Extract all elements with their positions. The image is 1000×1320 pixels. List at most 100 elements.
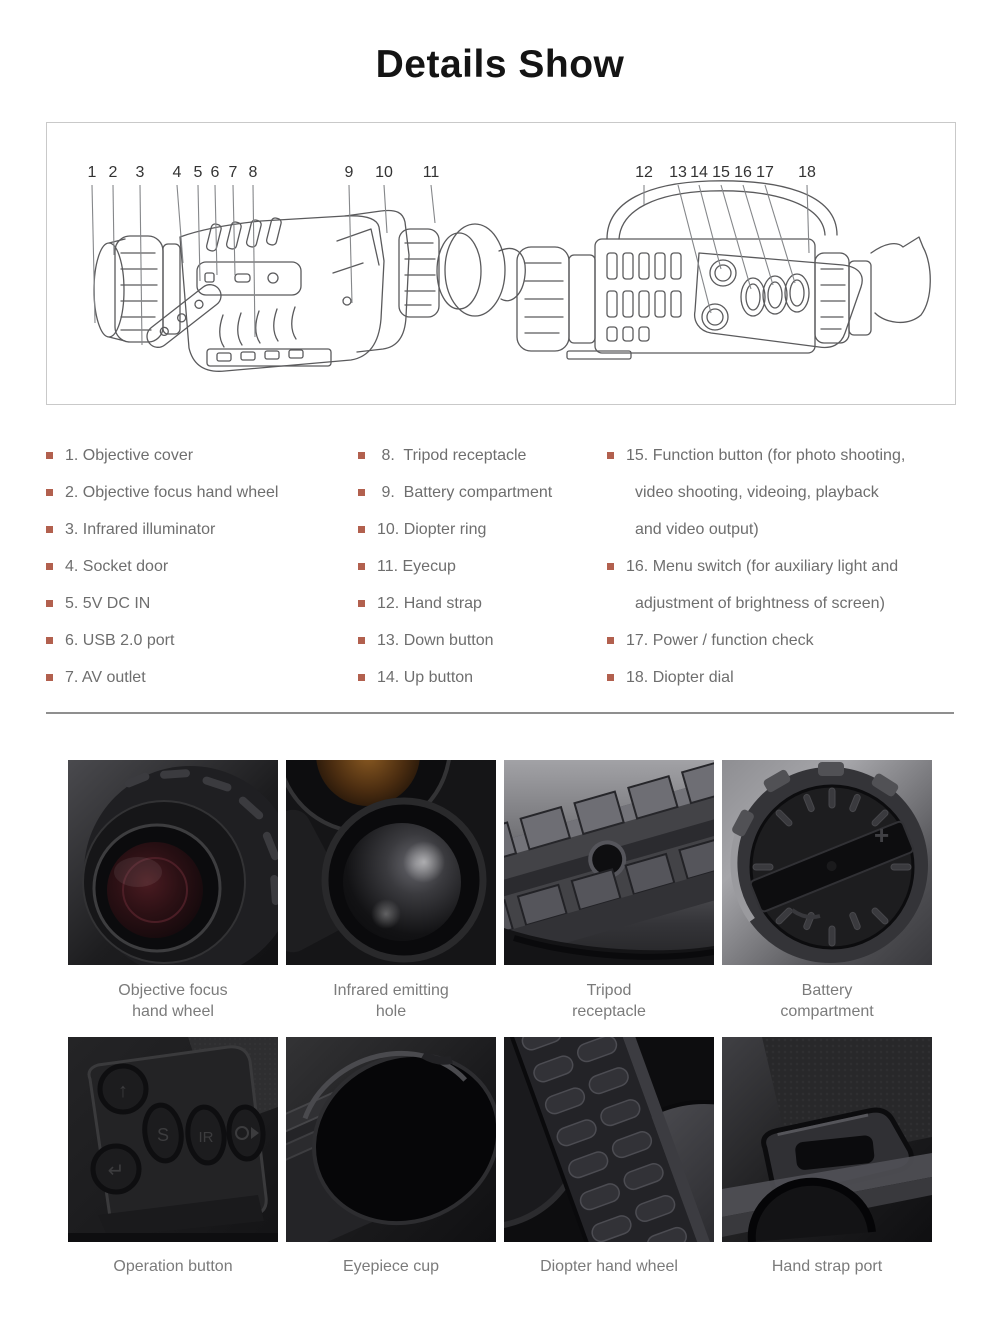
objective-cover-outline — [93, 242, 125, 338]
callout-number: 18 — [798, 164, 816, 181]
part-label: 14. Up button — [377, 668, 474, 686]
menu-switch-outline — [762, 275, 788, 315]
part-label: 17. Power / function check — [626, 631, 814, 649]
power-button-outline — [784, 273, 810, 313]
eyecup-opening — [312, 1052, 496, 1226]
part-label: 7. AV outlet — [65, 668, 146, 686]
part-label: 10. Diopter ring — [377, 520, 487, 538]
battery-plus-mark: + — [874, 820, 889, 850]
part-label: 9. Battery compartment — [377, 483, 553, 501]
video-icon — [235, 1126, 249, 1140]
part-label: 15. Function button (for photo shooting, — [626, 446, 906, 464]
photo-caption: Diopter hand wheel — [540, 1258, 678, 1275]
callout-number: 3 — [136, 164, 145, 181]
callout-number: 10 — [375, 164, 393, 181]
part-list-item: 13. Down button — [358, 622, 552, 659]
part-list-item: 9. Battery compartment — [358, 474, 552, 511]
button-panel-outline — [693, 252, 863, 349]
callout-number: 15 — [712, 164, 730, 181]
part-list-item: 10. Diopter ring — [358, 511, 552, 548]
focus-wheel-outline — [114, 235, 164, 343]
bullet-icon — [358, 489, 365, 496]
photo-caption: Operation button — [113, 1258, 233, 1275]
part-label: adjustment of brightness of screen) — [635, 594, 885, 612]
bullet-icon — [46, 489, 53, 496]
return-arrow-glyph: ↵ — [108, 1160, 125, 1182]
device-callout-diagram: 1 2 3 4 5 6 7 8 9 10 11 12 13 14 15 16 1… — [46, 122, 956, 405]
bullet-icon — [46, 600, 53, 607]
photo-row-2: ↑ ↵ S IR — [68, 1037, 932, 1242]
photo-row-1: + — [68, 760, 932, 965]
parts-column-1: 1. Objective cover 2. Objective focus ha… — [46, 437, 278, 696]
part-label: 16. Menu switch (for auxiliary light and — [626, 557, 899, 575]
part-label: 8. Tripod receptacle — [377, 446, 527, 464]
photo-caption: Eyepiece cup — [342, 1258, 440, 1275]
callout-number: 6 — [211, 164, 220, 181]
part-list-item: 7. AV outlet — [46, 659, 278, 696]
part-list-item-continued: and video output) — [607, 511, 905, 548]
ir-dome — [343, 823, 461, 941]
part-label: 12. Hand strap — [377, 594, 482, 612]
part-list-item: 14. Up button — [358, 659, 552, 696]
page-title: Details Show — [375, 43, 625, 86]
diopter-ring-outline — [398, 228, 440, 318]
leader-lines — [91, 184, 810, 346]
bullet-icon — [358, 452, 365, 459]
down-button — [90, 1143, 142, 1195]
part-label: 1. Objective cover — [65, 446, 194, 464]
callout-number: 5 — [194, 164, 203, 181]
photo-tripod-receptacle — [504, 760, 714, 965]
ir-illuminator-outline — [146, 284, 222, 348]
socket-door-outline — [196, 261, 302, 296]
shoot-glyph: S — [157, 1125, 169, 1145]
callout-number: 8 — [249, 164, 258, 181]
photo-eyepiece-cup — [286, 1037, 496, 1242]
part-list-item: 11. Eyecup — [358, 548, 552, 585]
eyecup-outline — [444, 223, 506, 317]
part-list-item: 17. Power / function check — [607, 622, 905, 659]
bullet-icon — [358, 674, 365, 681]
part-label: 13. Down button — [377, 631, 494, 649]
up-arrow-glyph: ↑ — [118, 1080, 128, 1102]
bullet-icon — [607, 452, 614, 459]
part-label: 5. 5V DC IN — [65, 594, 151, 612]
ir-button: IR — [185, 1104, 227, 1166]
part-list-item: 8. Tripod receptacle — [358, 437, 552, 474]
bullet-icon — [358, 526, 365, 533]
part-list-item: 5. 5V DC IN — [46, 585, 278, 622]
bullet-icon — [46, 563, 53, 570]
display-button — [226, 1104, 266, 1162]
callout-number: 7 — [229, 164, 238, 181]
callout-number: 2 — [109, 164, 118, 181]
part-list-item: 15. Function button (for photo shooting, — [607, 437, 905, 474]
part-list-item: 6. USB 2.0 port — [46, 622, 278, 659]
parts-column-3: 15. Function button (for photo shooting,… — [607, 437, 905, 696]
caption-row-2: Operation button Eyepiece cup Diopter ha… — [68, 1256, 932, 1277]
callout-number: 1 — [88, 164, 97, 181]
bullet-icon — [46, 452, 53, 459]
photo-infrared-emitting-hole — [286, 760, 496, 965]
bullet-icon — [358, 600, 365, 607]
part-list-item: 16. Menu switch (for auxiliary light and — [607, 548, 905, 585]
function-button: S — [142, 1102, 184, 1164]
callout-number: 12 — [635, 164, 653, 181]
body-outline — [179, 215, 385, 372]
callout-number: 16 — [734, 164, 752, 181]
part-label: 18. Diopter dial — [626, 668, 734, 686]
up-button — [97, 1063, 149, 1115]
photo-hand-strap-port — [722, 1037, 932, 1242]
photo-battery-compartment: + — [722, 760, 932, 965]
part-label: 6. USB 2.0 port — [65, 631, 175, 649]
photo-objective-focus-hand-wheel — [68, 760, 278, 965]
objective-lens — [107, 842, 203, 938]
part-list-item: 2. Objective focus hand wheel — [46, 474, 278, 511]
strap-slot — [795, 1135, 875, 1170]
photo-operation-button: ↑ ↵ S IR — [68, 1037, 278, 1242]
photo-diopter-hand-wheel — [504, 1037, 714, 1242]
monocular-line-drawing: 1 2 3 4 5 6 7 8 9 10 11 12 13 14 15 16 1… — [88, 164, 931, 372]
parts-column-2: 8. Tripod receptacle 9. Battery compartm… — [358, 437, 552, 696]
